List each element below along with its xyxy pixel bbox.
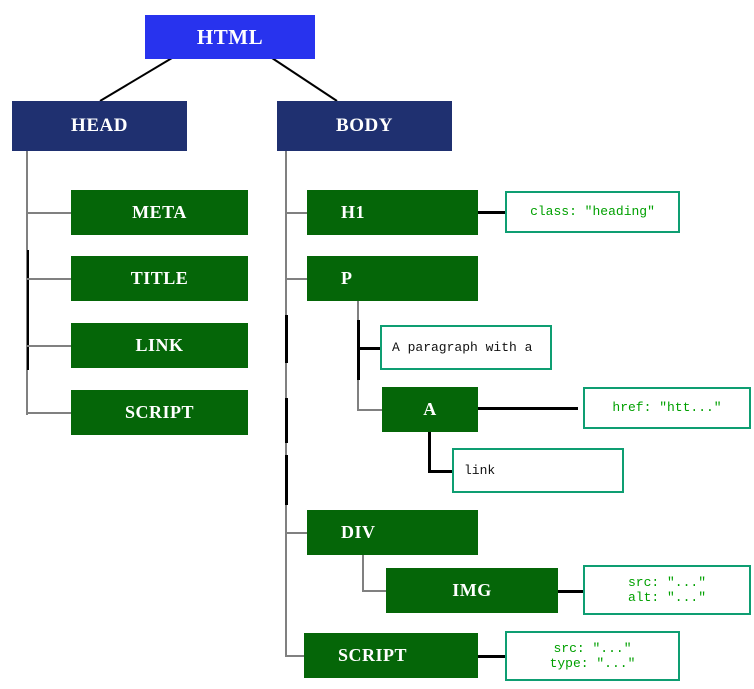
- leaf-a-attribute[interactable]: href: "htt...": [583, 387, 751, 429]
- node-meta-label: META: [132, 202, 187, 222]
- node-div-label: DIV: [341, 522, 376, 542]
- leaf-h1-attribute-text: class: "heading": [530, 204, 655, 220]
- connector-p-a: [357, 409, 382, 411]
- connector-body-trunk-overlay-3: [285, 455, 288, 505]
- node-div[interactable]: DIV: [307, 510, 478, 555]
- connector-div-img: [362, 590, 386, 592]
- node-meta[interactable]: META: [71, 190, 248, 235]
- connector-script-attr: [478, 655, 506, 658]
- connector-div-trunk: [362, 555, 364, 592]
- connector-a-attr: [478, 407, 578, 410]
- leaf-p-text-node-text: A paragraph with a: [392, 339, 533, 355]
- connector-body-trunk-overlay-1: [285, 315, 288, 363]
- node-p[interactable]: P: [307, 256, 478, 301]
- leaf-script-attributes[interactable]: src: "..." type: "...": [505, 631, 680, 681]
- node-head-script[interactable]: SCRIPT: [71, 390, 248, 435]
- node-head-script-label: SCRIPT: [124, 402, 194, 422]
- connector-body-p: [285, 278, 307, 280]
- leaf-p-text-node[interactable]: A paragraph with a: [380, 325, 552, 370]
- node-link[interactable]: LINK: [71, 323, 248, 368]
- node-h1-label: H1: [341, 202, 366, 222]
- node-title[interactable]: TITLE: [71, 256, 248, 301]
- leaf-a-text-node-text: link: [464, 462, 496, 478]
- leaf-h1-attribute[interactable]: class: "heading": [505, 191, 680, 233]
- connector-img-attr: [558, 590, 584, 593]
- connector-body-div: [285, 532, 307, 534]
- connector-head-title: [26, 278, 72, 280]
- leaf-a-attribute-text: href: "htt...": [612, 400, 722, 416]
- connector-body-h1: [285, 212, 307, 214]
- connector-p-text: [357, 347, 380, 350]
- connector-body-script: [285, 655, 307, 657]
- connector-p-trunk-overlay: [357, 320, 360, 380]
- node-p-label: P: [341, 268, 353, 288]
- node-body[interactable]: BODY: [277, 101, 452, 151]
- node-body-label: BODY: [336, 115, 393, 136]
- node-title-label: TITLE: [130, 268, 189, 288]
- node-html-label: HTML: [196, 24, 264, 49]
- connector-a-trunk: [428, 432, 431, 472]
- node-h1[interactable]: H1: [307, 190, 478, 235]
- leaf-img-attributes-line-1: src: "...": [627, 574, 706, 590]
- leaf-script-attributes-line-1: src: "...": [553, 640, 632, 656]
- connector-a-text: [428, 470, 453, 473]
- node-a[interactable]: A: [382, 387, 478, 432]
- node-img-label: IMG: [452, 580, 492, 600]
- connector-head-trunk-overlay: [27, 250, 29, 370]
- node-head-label: HEAD: [71, 115, 128, 136]
- node-a-label: A: [423, 399, 437, 419]
- node-img[interactable]: IMG: [386, 568, 558, 613]
- node-link-label: LINK: [135, 335, 184, 355]
- connector-head-script: [26, 412, 72, 414]
- node-html[interactable]: HTML: [145, 15, 315, 59]
- leaf-img-attributes-line-2: alt: "...": [627, 590, 706, 605]
- connector-body-trunk-overlay-2: [285, 398, 288, 443]
- node-body-script[interactable]: SCRIPT: [304, 633, 478, 678]
- connector-head-link: [26, 345, 72, 347]
- leaf-a-text-node[interactable]: link: [452, 448, 624, 493]
- node-body-script-label: SCRIPT: [338, 645, 408, 665]
- node-head[interactable]: HEAD: [12, 101, 187, 151]
- leaf-script-attributes-line-2: type: "...": [549, 656, 636, 671]
- leaf-img-attributes[interactable]: src: "..." alt: "...": [583, 565, 751, 615]
- connector-head-meta: [26, 212, 72, 214]
- connector-h1-attr: [478, 211, 508, 214]
